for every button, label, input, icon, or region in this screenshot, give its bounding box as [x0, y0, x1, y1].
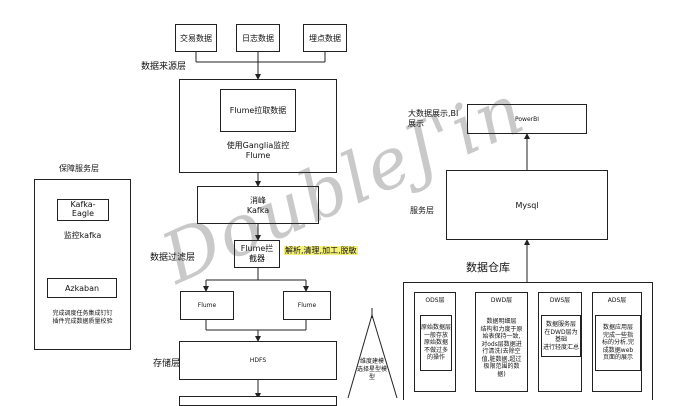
hdfs-box: HDFS — [179, 341, 337, 380]
display-layer-title: 大数据展示,BI 展示 — [408, 109, 459, 129]
warehouse-title: 数据仓库 — [466, 261, 510, 274]
flume-right-box: Flume — [283, 291, 331, 320]
ods-layer: ODS层 原始数据层 一般存放 原始数据 不做过多 的操作 — [414, 292, 456, 392]
dws-layer-desc: 数据服务层 在DWD层为 基础 进行轻度汇总 — [541, 315, 581, 357]
source-trade-data: 交易数据 — [175, 24, 217, 52]
dwd-layer-desc: 数据明细层 结构和力度于原 始表保持一致, 对ods层数据进 行清洗(去除空 值… — [478, 307, 525, 389]
dws-layer: DWS层 数据服务层 在DWD层为 基础 进行轻度汇总 — [538, 292, 582, 392]
flume-collect-box: Flume拉取数据 使用Ganglia监控 Flume — [179, 79, 337, 173]
guarantee-desc: 完成调度任务集成钉钉 插件完成数据质量校验 — [52, 310, 113, 326]
warehouse-box: ODS层 原始数据层 一般存放 原始数据 不做过多 的操作 DWD层 数据明细层… — [403, 282, 653, 400]
flume-pull-box: Flume拉取数据 — [220, 89, 296, 132]
powerbi-box: PowerBI — [467, 104, 587, 134]
dwd-layer-name: DWD层 — [490, 297, 513, 304]
kafka-eagle-box: Kafka- Eagle — [57, 199, 109, 221]
ads-layer-desc: 数据应用层 完成一些指 标的分析,完 成数据web 页面的展示 — [595, 315, 641, 371]
storage-layer-title: 存储层 — [153, 359, 181, 369]
lower-box — [179, 396, 337, 406]
guarantee-box: Kafka- Eagle 监控kafka Azkaban 完成调度任务集成钉钉 … — [34, 179, 131, 350]
filter-note: 解析,清理,加工,脱敏 — [284, 246, 358, 255]
ods-layer-desc: 原始数据层 一般存放 原始数据 不做过多 的操作 — [420, 315, 452, 371]
ads-layer-name: ADS层 — [607, 297, 627, 304]
azkaban-box: Azkaban — [47, 278, 117, 298]
ads-layer: ADS层 数据应用层 完成一些指 标的分析,完 成数据web 页面的展示 — [592, 292, 642, 392]
monitor-kafka-label: 监控kafka — [63, 231, 102, 240]
mysql-box: Mysql — [446, 170, 608, 240]
dwd-layer: DWD层 数据明细层 结构和力度于原 始表保持一致, 对ods层数据进 行清洗(… — [475, 292, 528, 392]
ods-layer-name: ODS层 — [425, 297, 445, 304]
kafka-box: 消峰 Kafka — [197, 186, 319, 224]
flume-left-box: Flume — [180, 291, 234, 320]
filter-layer-title: 数据过滤层 — [150, 253, 196, 263]
source-layer-title: 数据来源层 — [141, 62, 187, 72]
source-tracking-data: 埋点数据 — [303, 24, 347, 52]
service-layer-title: 服务层 — [410, 206, 434, 215]
flume-interceptor-box: Flume拦 截器 — [234, 240, 280, 268]
dws-layer-name: DWS层 — [549, 297, 571, 304]
flume-monitor-caption: 使用Ganglia监控 Flume — [226, 141, 290, 160]
dimension-modeling-label: 维度建模 选择星型模 型 — [356, 358, 387, 381]
guarantee-layer-title: 保障服务层 — [59, 164, 99, 173]
source-log-data: 日志数据 — [236, 24, 280, 52]
